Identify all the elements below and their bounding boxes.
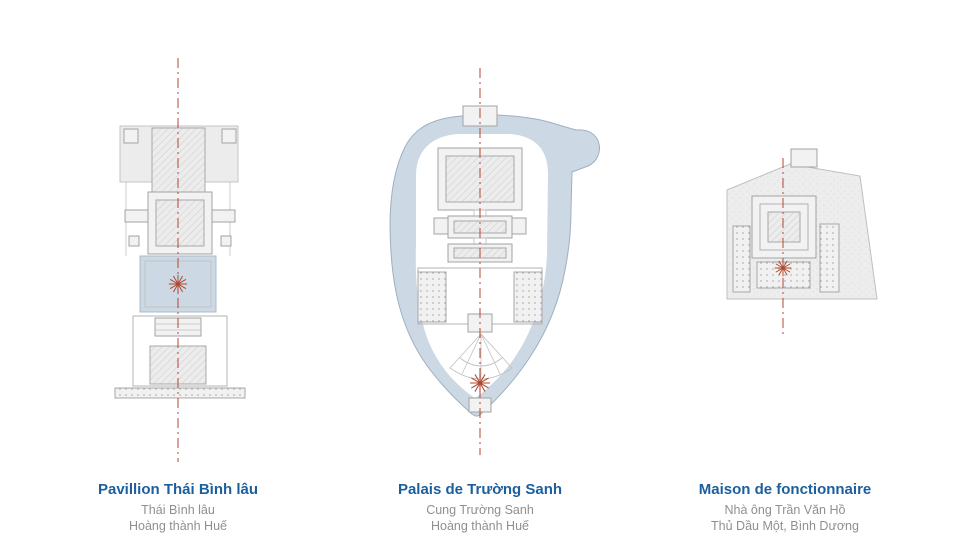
panel-subtitle-2: Hoàng thành Huế xyxy=(431,519,529,533)
caption-thai-binh-lau: Pavillion Thái Bình lâu Thái Bình lâu Ho… xyxy=(58,481,298,534)
panel-title: Palais de Trường Sanh xyxy=(397,481,563,498)
panel-subtitle-2: Thủ Dầu Một, Bình Dương xyxy=(711,519,859,533)
panel-title: Pavillion Thái Bình lâu xyxy=(97,481,259,498)
panel-subtitle-1: Thái Bình lâu xyxy=(141,503,215,517)
caption-maison-fonctionnaire: Maison de fonctionnaire Nhà ông Trần Văn… xyxy=(665,481,905,534)
panel-title: Maison de fonctionnaire xyxy=(698,481,872,498)
west-pavilion xyxy=(417,271,447,323)
panel-thai-binh-lau xyxy=(105,50,255,475)
east-wing xyxy=(819,223,840,293)
east-pavilion xyxy=(513,271,543,323)
site-plan-thai-binh-lau xyxy=(114,58,246,462)
site-plan-truong-sanh xyxy=(389,68,600,455)
screen-wall xyxy=(114,387,246,399)
plan-structures xyxy=(417,105,543,413)
panel-subtitle-1: Cung Trường Sanh xyxy=(426,503,534,517)
site-plan-maison-fonctionnaire xyxy=(726,148,878,336)
panel-maison-fonctionnaire xyxy=(710,140,890,355)
panel-subtitle-1: Nhà ông Trần Văn Hồ xyxy=(724,503,846,517)
panel-truong-sanh xyxy=(370,60,600,475)
panel-subtitle-2: Hoàng thành Huế xyxy=(129,519,227,533)
gate-house xyxy=(790,148,818,168)
caption-truong-sanh: Palais de Trường Sanh Cung Trường Sanh H… xyxy=(360,481,600,534)
plan-structures xyxy=(114,125,246,399)
plan-structures xyxy=(732,148,840,293)
west-wing xyxy=(732,225,751,293)
